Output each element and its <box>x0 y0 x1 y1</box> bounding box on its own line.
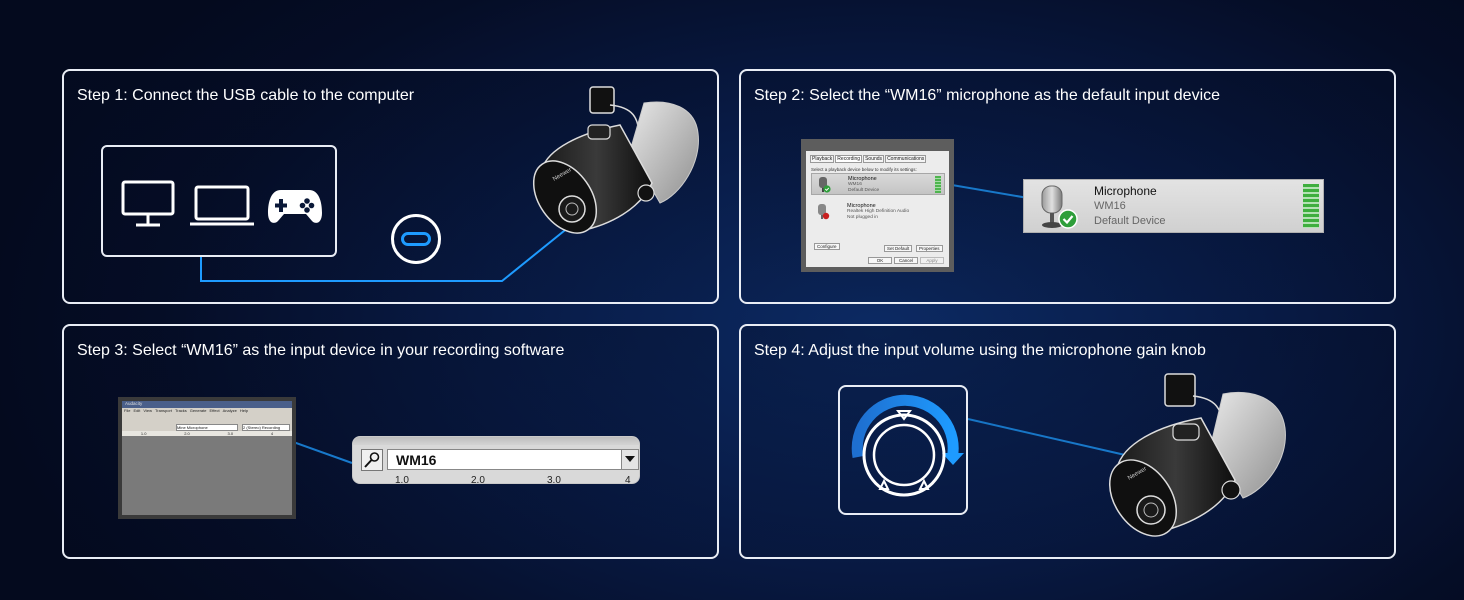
tab-communications[interactable]: Communications <box>885 155 927 163</box>
recorder-toolbar-zoom: WM16 1.0 2.0 3.0 4 <box>352 436 640 484</box>
apply-button[interactable]: Apply <box>920 257 944 264</box>
devices-box <box>101 145 337 257</box>
step4-title: Step 4: Adjust the input volume using th… <box>754 342 1206 359</box>
chevron-down-icon <box>625 456 635 462</box>
microphone-illustration: Neewer <box>1108 373 1286 537</box>
dropdown-button[interactable] <box>621 450 638 469</box>
ruler-tick: 1.0 <box>395 475 409 484</box>
zoomed-device-status: Default Device <box>1094 215 1166 227</box>
recorder-menu-bar: File Edit View Transport Tracks Generate… <box>122 408 292 415</box>
tab-sounds[interactable]: Sounds <box>863 155 885 163</box>
ruler-tick: 2.0 <box>184 431 190 436</box>
microphone-icon <box>819 177 831 193</box>
dialog-instruction: Select a playback device below to modify… <box>811 167 917 172</box>
sound-dialog: Playback Recording Sounds Communications… <box>801 139 954 272</box>
menu-view[interactable]: View <box>143 408 152 413</box>
step2-title: Step 2: Select the “WM16” microphone as … <box>754 87 1221 104</box>
zoomed-device-name: Microphone <box>1094 184 1157 198</box>
dialog-tabs: Playback Recording Sounds Communications <box>810 155 927 163</box>
device-row-realtek[interactable]: Microphone Realtek High Definition Audio… <box>811 199 945 223</box>
properties-button[interactable]: Properties <box>916 245 943 252</box>
recorder-title-bar: Audacity <box>122 401 292 408</box>
zoomed-device-row: Microphone WM16 Default Device <box>1023 179 1324 233</box>
gain-knob-icon <box>851 394 964 497</box>
menu-effect[interactable]: Effect <box>209 408 220 413</box>
device-status: Not plugged in <box>847 215 878 220</box>
device-row-wm16[interactable]: Microphone WM16 Default Device <box>811 173 945 195</box>
ruler-tick: 4 <box>625 475 631 484</box>
device-name: Microphone <box>848 176 877 182</box>
menu-edit[interactable]: Edit <box>133 408 141 413</box>
level-meter <box>1303 184 1319 228</box>
recorder-ruler: 1.0 2.0 3.0 4 <box>122 431 292 436</box>
laptop-icon <box>190 185 254 226</box>
zoomed-device-detail: WM16 <box>1094 200 1126 212</box>
configure-button[interactable]: Configure <box>814 243 840 250</box>
recorder-toolbar: Mine Microphone 2 (Stereo) Recording <box>122 415 292 431</box>
recorder-track-area <box>122 436 292 515</box>
ruler-tick: 3.0 <box>227 431 234 436</box>
channels-select[interactable]: 2 (Stereo) Recording <box>242 424 290 431</box>
gamepad-icon <box>268 190 322 223</box>
toolbar-zoom-top <box>353 437 639 445</box>
usb-c-icon <box>391 214 441 264</box>
input-device-select[interactable]: Mine Microphone <box>176 424 238 431</box>
monitor-icon <box>121 180 175 227</box>
menu-analyze[interactable]: Analyze <box>222 408 237 413</box>
recorder-window: Audacity File Edit View Transport Tracks… <box>118 397 296 519</box>
input-device-value: WM16 <box>396 452 437 468</box>
level-meter <box>935 176 941 193</box>
menu-generate[interactable]: Generate <box>189 408 207 413</box>
tab-playback[interactable]: Playback <box>810 155 835 163</box>
tab-recording[interactable]: Recording <box>835 155 863 163</box>
menu-file[interactable]: File <box>124 408 131 413</box>
sound-dialog-body: Playback Recording Sounds Communications… <box>806 151 949 267</box>
ruler-zoom: 1.0 2.0 3.0 4 <box>353 475 639 484</box>
menu-tracks[interactable]: Tracks <box>174 408 187 413</box>
menu-transport[interactable]: Transport <box>154 408 172 413</box>
device-name: Microphone <box>847 203 876 209</box>
step4-panel: Step 4: Adjust the input volume using th… <box>739 324 1396 559</box>
ruler-tick: 1.0 <box>140 431 147 436</box>
step3-title: Step 3: Select “WM16” as the input devic… <box>77 342 565 359</box>
ruler-tick: 4 <box>270 431 274 436</box>
menu-help[interactable]: Help <box>239 408 249 413</box>
set-default-button[interactable]: Set Default <box>884 245 913 252</box>
recorder-window-title: Audacity <box>125 401 143 406</box>
microphone-unplugged-icon <box>818 204 830 220</box>
usb-c-plug <box>401 232 431 246</box>
microphone-illustration: Neewer <box>532 86 699 234</box>
device-detail: Realtek High Definition Audio <box>847 209 910 214</box>
device-status: Default Device <box>848 188 880 193</box>
microphone-icon <box>1041 185 1078 229</box>
step1-title: Step 1: Connect the USB cable to the com… <box>77 87 415 104</box>
gain-knob-box <box>838 385 968 515</box>
ruler-tick: 2.0 <box>471 475 485 484</box>
ok-button[interactable]: OK <box>868 257 892 264</box>
ruler-tick: 3.0 <box>547 475 561 484</box>
microphone-icon <box>361 449 383 471</box>
cancel-button[interactable]: Cancel <box>894 257 918 264</box>
input-device-select[interactable]: WM16 <box>387 449 639 470</box>
device-detail: WM16 <box>848 182 862 187</box>
